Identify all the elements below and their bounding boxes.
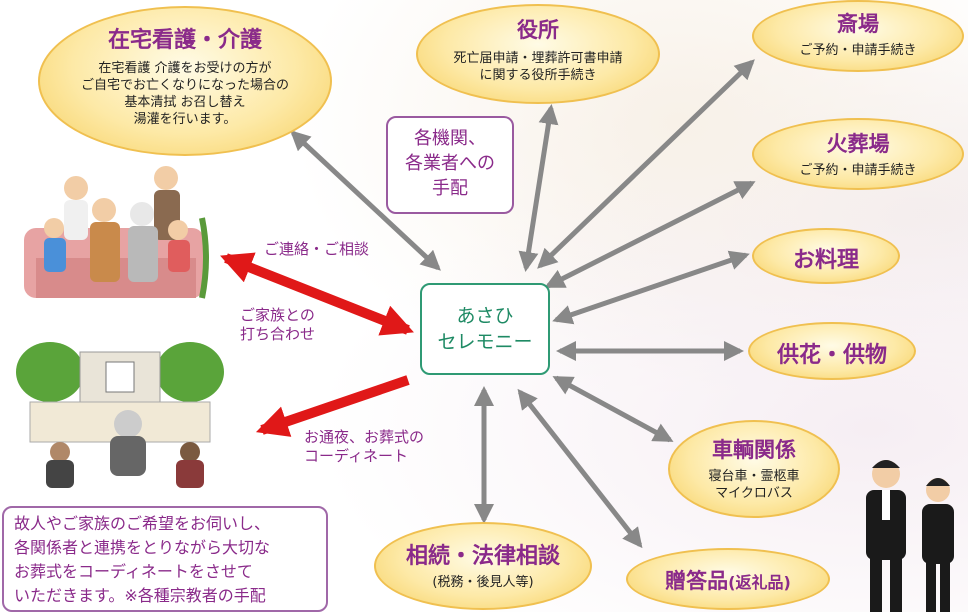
home-care-line: 基本清拭 お召し替え xyxy=(124,95,246,110)
center-line2: セレモニー xyxy=(437,331,533,353)
flowers-title: 供花・供物 xyxy=(776,343,887,368)
arrangements-line: 各業者への xyxy=(405,153,495,174)
gifts-title-main: 贈答品 xyxy=(665,569,729,593)
arrangements-line: 手配 xyxy=(432,178,468,199)
city-hall-line: 死亡届申請・埋葬許可書申請 xyxy=(453,51,623,66)
arrow-family-meeting xyxy=(220,252,414,336)
note-line: いただきます。※各種宗教者の手配 xyxy=(14,586,266,605)
crematorium-sub: ご予約・申請手続き xyxy=(799,163,917,178)
arrangements-line: 各機関、 xyxy=(414,128,486,149)
staff-illustration xyxy=(866,460,954,612)
funeral-hall-oval: 斎場 ご予約・申請手続き xyxy=(752,0,964,72)
gifts-title-suffix: (返礼品) xyxy=(728,573,791,592)
inheritance-sub: (税務・後見人等) xyxy=(432,575,534,590)
meeting-label: ご家族との 打ち合わせ xyxy=(240,306,315,344)
arrow-city-hall xyxy=(518,104,559,272)
gifts-title: 贈答品(返礼品) xyxy=(628,565,828,595)
coordinate-line: コーディネート xyxy=(304,447,408,465)
family-illustration xyxy=(24,166,209,299)
vehicles-line: マイクロバス xyxy=(715,486,793,501)
funeral-hall-sub: ご予約・申請手続き xyxy=(799,43,917,58)
cuisine-title: お料理 xyxy=(792,248,859,273)
vehicles-title: 車輌関係 xyxy=(712,438,796,462)
funeral-altar-illustration xyxy=(16,342,224,488)
arrow-cuisine xyxy=(552,250,750,325)
contact-label: ご連絡・ご相談 xyxy=(264,240,370,258)
bottom-note-box: 故人やご家族のご希望をお伺いし、 各関係者と連携をとりながら大切な お葬式をコー… xyxy=(2,506,328,612)
arrow-coordinate xyxy=(255,375,410,437)
note-line: 故人やご家族のご希望をお伺いし、 xyxy=(14,514,271,533)
funeral-hall-title: 斎場 xyxy=(837,12,879,36)
note-line: 各関係者と連携をとりながら大切な xyxy=(14,538,271,557)
crematorium-title: 火葬場 xyxy=(826,132,890,156)
center-line1: あさひ xyxy=(456,305,514,327)
flowers-oval: 供花・供物 xyxy=(748,322,916,380)
coordinate-label: お通夜、お葬式の コーディネート xyxy=(304,428,424,466)
cuisine-oval: お料理 xyxy=(752,228,900,284)
arrow-crematorium xyxy=(544,180,756,289)
gifts-oval: 贈答品(返礼品) xyxy=(626,548,830,610)
coordinate-line: お通夜、お葬式の xyxy=(304,428,425,446)
vehicles-oval: 車輌関係 寝台車・霊柩車 マイクロバス xyxy=(668,420,840,518)
home-care-line: 在宅看護 介護をお受けの方が xyxy=(98,61,272,76)
crematorium-oval: 火葬場 ご予約・申請手続き xyxy=(752,118,964,190)
arrangements-box: 各機関、 各業者への 手配 xyxy=(386,116,514,214)
arrow-gifts xyxy=(517,388,643,549)
meeting-line: ご家族との xyxy=(240,306,315,324)
arrow-home-care xyxy=(290,130,441,271)
note-line: お葬式をコーディネートをさせて xyxy=(14,562,253,581)
meeting-line: 打ち合わせ xyxy=(240,325,316,343)
arrow-vehicles xyxy=(552,375,674,443)
city-hall-title: 役所 xyxy=(517,18,559,42)
inheritance-oval: 相続・法律相談 (税務・後見人等) xyxy=(374,522,592,610)
home-care-title: 在宅看護・介護 xyxy=(107,28,262,53)
vehicles-line: 寝台車・霊柩車 xyxy=(708,469,800,484)
inheritance-title: 相続・法律相談 xyxy=(405,544,560,569)
home-care-oval: 在宅看護・介護 在宅看護 介護をお受けの方が ご自宅でお亡くなりになった場合の … xyxy=(38,6,332,156)
home-care-line: 湯灌を行います。 xyxy=(133,112,237,127)
city-hall-oval: 役所 死亡届申請・埋葬許可書申請 に関する役所手続き xyxy=(416,4,660,104)
home-care-line: ご自宅でお亡くなりになった場合の xyxy=(80,78,289,93)
city-hall-line: に関する役所手続き xyxy=(479,68,597,83)
center-company-node: あさひ セレモニー xyxy=(420,283,550,375)
